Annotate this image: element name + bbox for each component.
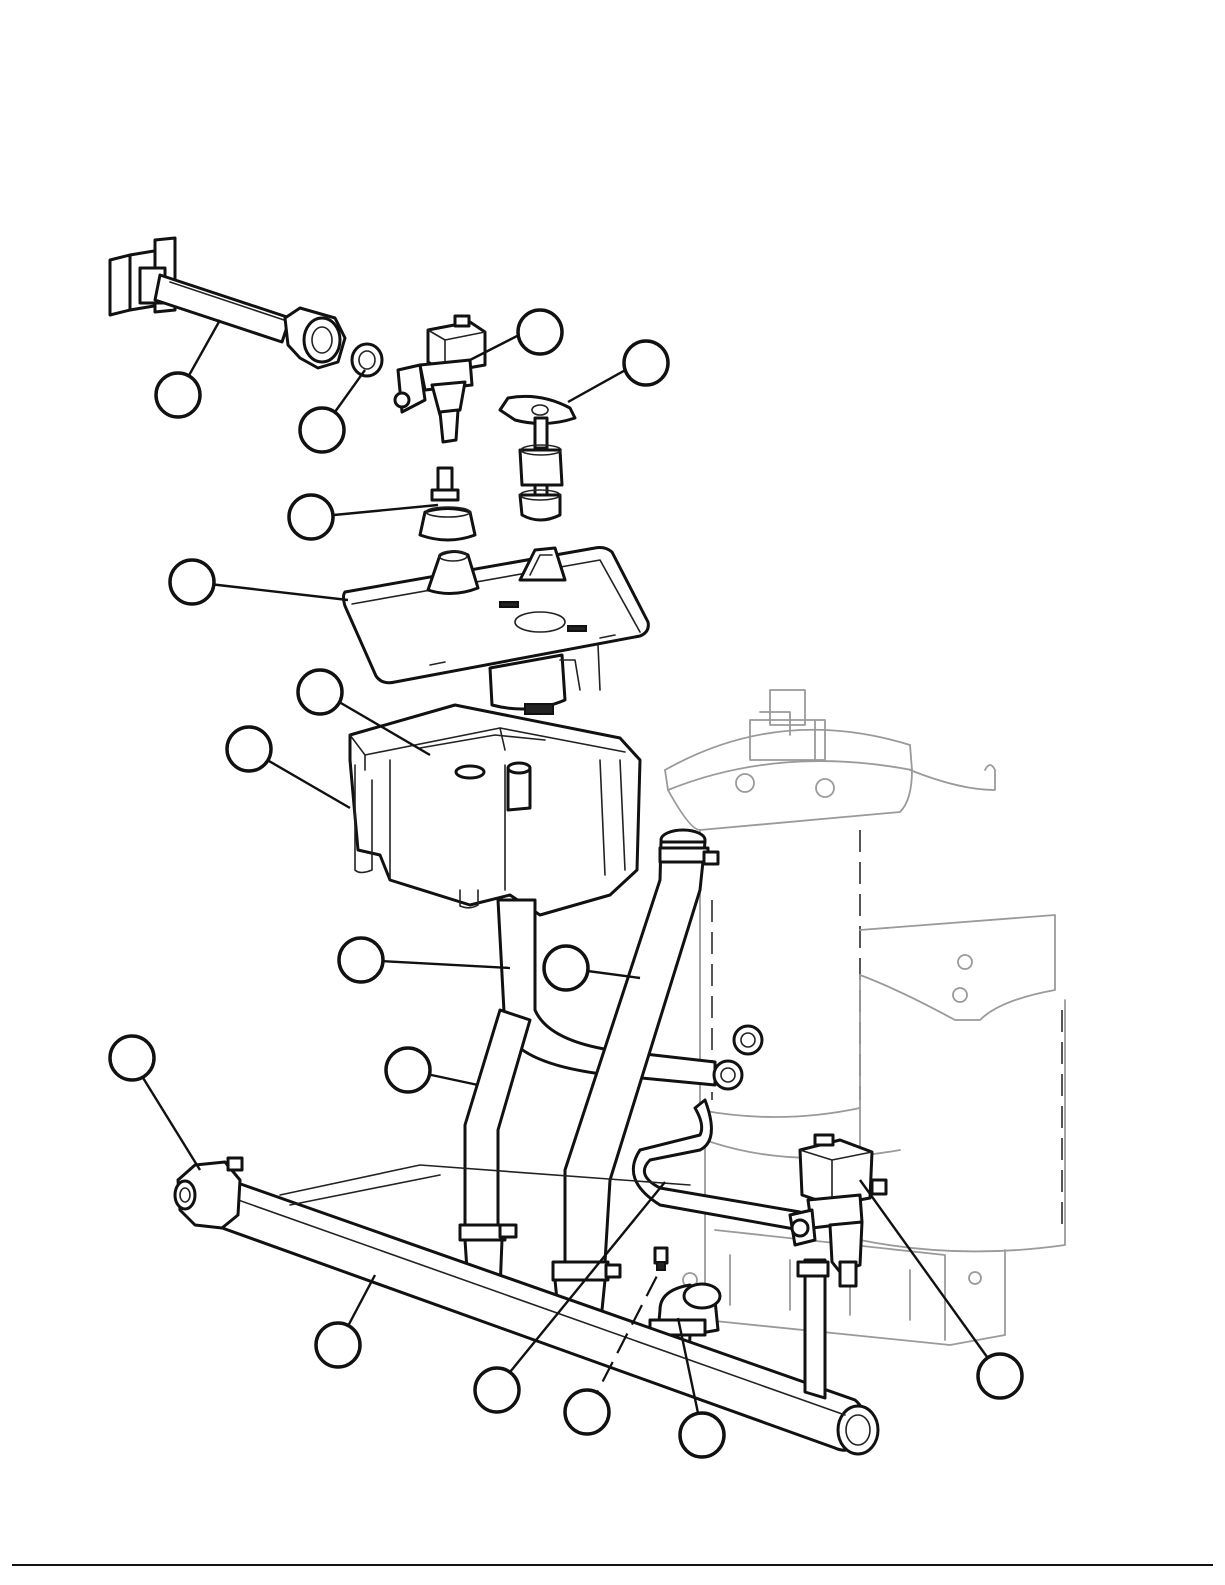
callout-bubble [386, 1048, 430, 1092]
callout-bubble [316, 1323, 360, 1367]
callout-bubble [298, 670, 342, 714]
callout-bubble [518, 310, 562, 354]
callout-bubble [624, 341, 668, 385]
lower-drain-tube [175, 1158, 878, 1454]
callout-bubble [289, 495, 333, 539]
inlet-tube-assembly [110, 238, 345, 368]
callout-bubble [339, 938, 383, 982]
washer [352, 344, 382, 376]
float-switch [500, 396, 575, 520]
ghosted-reservoir-assembly [665, 690, 1065, 1345]
callout-bubble [544, 946, 588, 990]
callout-bubble [110, 1036, 154, 1080]
callout-bubble [680, 1413, 724, 1457]
callout-bubble [156, 373, 200, 417]
inlet-solenoid-valve [395, 316, 485, 442]
callout-bubble [978, 1354, 1022, 1398]
callout-bubble [300, 408, 344, 452]
funnel-fitting [420, 468, 475, 540]
callout-bubble [227, 727, 271, 771]
footer-rule [12, 1564, 1213, 1566]
callout-bubble [565, 1390, 609, 1434]
callout-bubble [170, 560, 214, 604]
reservoir-lid [344, 548, 649, 715]
reservoir-tank [350, 705, 640, 915]
callout-bubble [475, 1368, 519, 1412]
